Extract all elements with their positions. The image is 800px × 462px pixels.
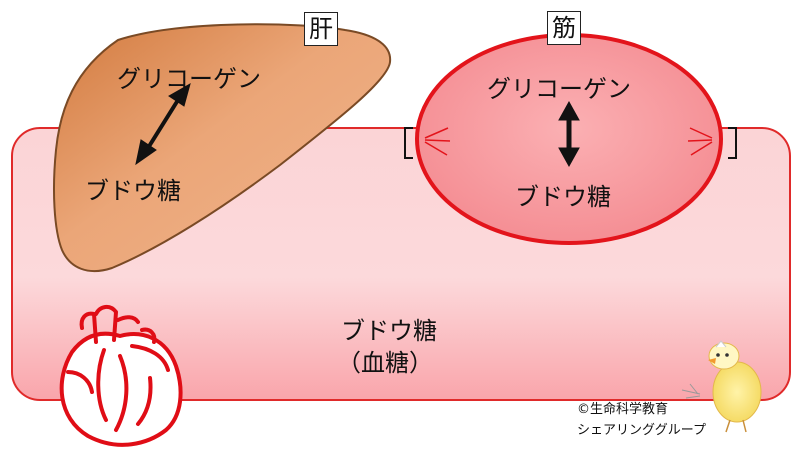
muscle-glucose-label: ブドウ糖 [515,183,611,211]
liver-tag: 肝 [304,12,338,46]
muscle-double-arrow-icon [558,100,580,168]
liver-shape [53,23,392,273]
muscle-connection-marks [424,127,713,156]
liver-double-arrow-icon [135,82,191,166]
credit-line-2: シェアリンググループ [577,423,706,438]
vessel-opening-right [728,127,737,159]
heart-icon [59,305,183,447]
chick-icon [681,340,762,433]
credit-line-1: ©生命科学教育 [577,402,669,417]
blood-glucose-label: ブドウ糖 [341,317,437,345]
vessel-opening-left [404,127,413,159]
muscle-glycogen-label: グリコーゲン [487,75,631,103]
blood-sugar-label: （血糖） [337,349,433,377]
liver-glucose-label: ブドウ糖 [85,177,181,205]
liver-glycogen-label: グリコーゲン [117,65,261,93]
muscle-tag: 筋 [547,11,581,45]
